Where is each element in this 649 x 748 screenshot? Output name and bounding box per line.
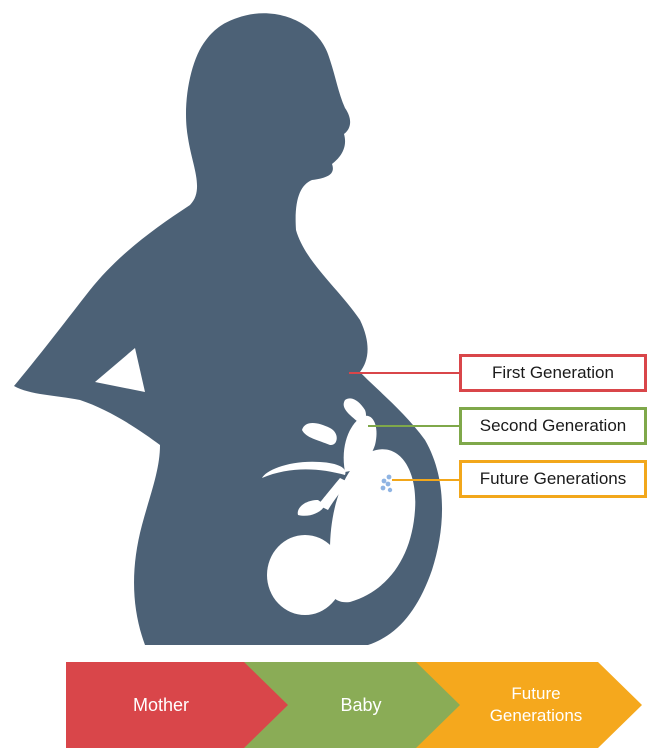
future-arrow-label: Future Generations — [466, 683, 606, 727]
second-generation-label: Second Generation — [459, 407, 647, 445]
future-arrow-label-line1: Future — [466, 683, 606, 705]
baby-arrow-label: Baby — [296, 694, 426, 716]
mother-arrow-label: Mother — [96, 694, 226, 716]
future-arrow-label-line2: Generations — [466, 705, 606, 727]
first-generation-label: First Generation — [459, 354, 647, 392]
future-generations-label: Future Generations — [459, 460, 647, 498]
